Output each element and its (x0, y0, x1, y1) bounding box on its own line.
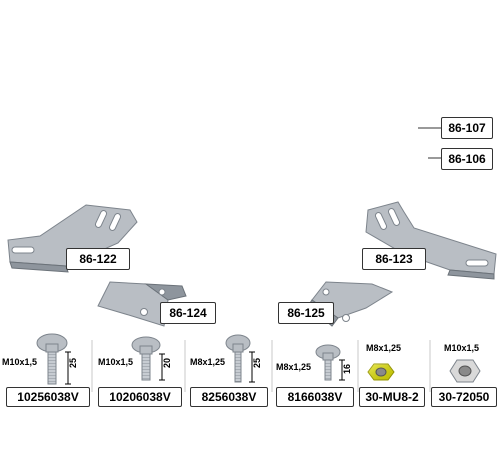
label-bolt-1: 10256038V (6, 387, 90, 407)
bolt-4-length: 16 (342, 363, 353, 375)
bolt-1-length: 25 (68, 357, 79, 369)
carriage-bolt-4 (315, 344, 345, 381)
carriage-bolt-2 (131, 336, 165, 381)
nut-2-thread: M10x1,5 (444, 343, 480, 353)
label-bolt-4: 8166038V (276, 387, 354, 407)
hex-nut-2 (449, 359, 481, 383)
label-86-125: 86-125 (278, 302, 334, 324)
bracket-86-124 (97, 281, 187, 327)
label-86-106: 86-106 (441, 148, 493, 170)
bolt-3-length: 25 (252, 357, 263, 369)
nut-1-thread: M8x1,25 (366, 343, 402, 353)
label-86-123: 86-123 (362, 248, 426, 270)
label-86-124: 86-124 (160, 302, 216, 324)
leader-lines (418, 127, 441, 159)
label-bolt-3: 8256038V (190, 387, 268, 407)
bolt-1-thread: M10x1,5 (2, 357, 38, 367)
bolt-4-thread: M8x1,25 (276, 362, 312, 372)
label-86-107: 86-107 (441, 117, 493, 139)
bolt-3-thread: M8x1,25 (190, 357, 226, 367)
bolt-2-length: 20 (162, 357, 173, 369)
carriage-bolt-3 (225, 334, 255, 383)
label-86-122: 86-122 (66, 248, 130, 270)
hex-nut-1 (367, 363, 395, 381)
bolt-2-thread: M10x1,5 (98, 357, 134, 367)
carriage-bolt-1 (36, 333, 71, 385)
label-nut-2: 30-72050 (431, 387, 497, 407)
label-nut-1: 30-MU8-2 (359, 387, 425, 407)
bracket-86-123 (365, 201, 497, 280)
label-bolt-2: 10206038V (98, 387, 182, 407)
bracket-86-122 (7, 204, 138, 273)
